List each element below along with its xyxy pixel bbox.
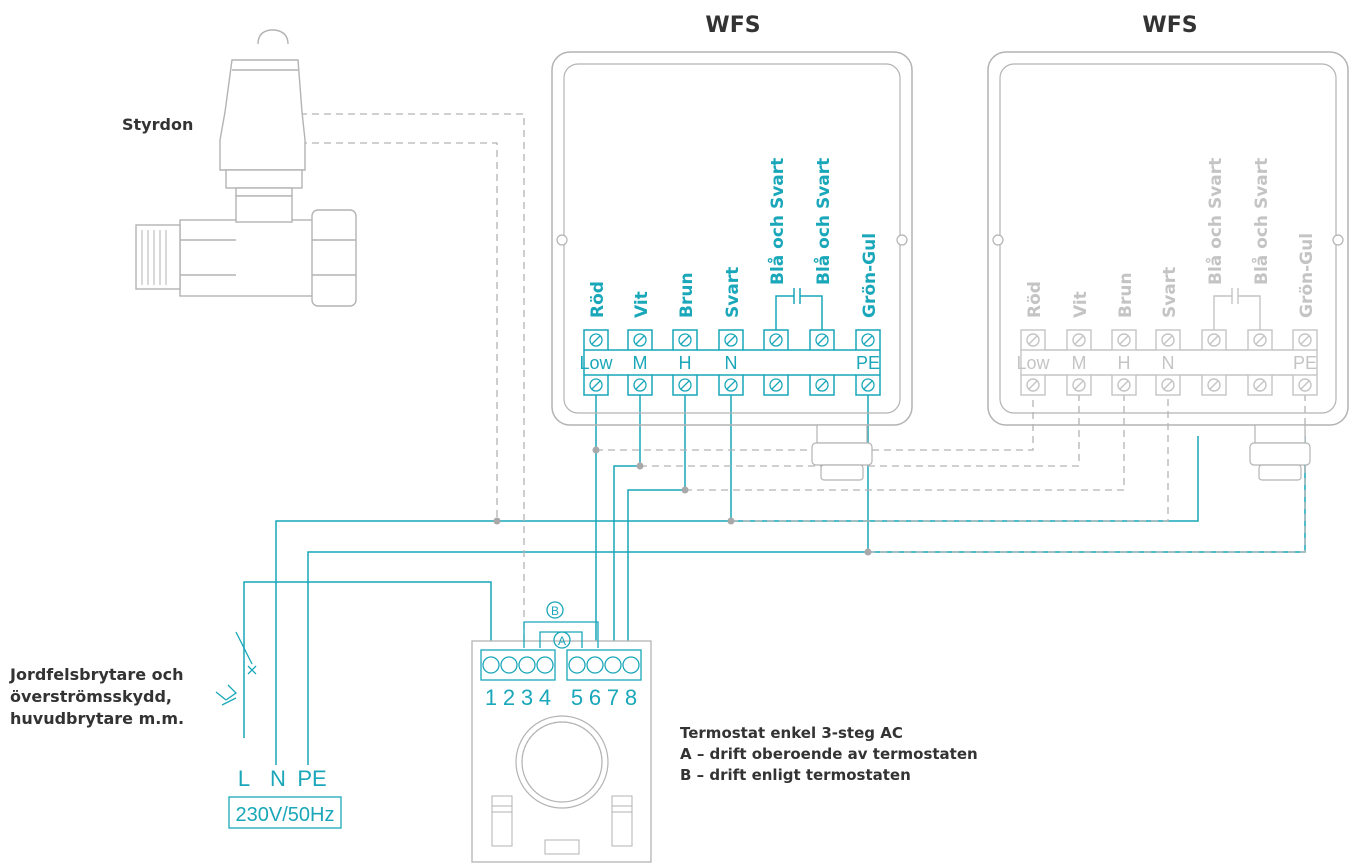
terminal-label-low-2: Low [1016,353,1050,373]
terminal-label-low-1: Low [579,353,613,373]
supply-voltage-box [228,796,342,829]
wfs-unit-2: WFS [987,13,1349,481]
thermo-terminal-7: 7 [607,685,619,710]
wire-label-rod-2: Röd [1025,281,1045,318]
terminal-label-h-2: H [1118,353,1131,373]
active-wiring [243,385,1306,765]
svg-text:huvudbrytare m.m.: huvudbrytare m.m. [10,709,184,728]
svg-text:A – drift oberoende av termost: A – drift oberoende av termostaten [680,745,978,763]
thermo-terminal-6: 6 [589,685,601,710]
wire-label-blasvart-a-2: Blå och Svart [1204,158,1226,285]
wire-pe [307,436,1306,765]
wire-label-brun-1: Brun [677,272,697,318]
actuator-label: Styrdon [122,115,193,134]
jumper-b-label: B [551,604,559,618]
junction-dots [493,446,872,556]
thermo-terminal-4: 4 [539,685,551,710]
svg-text:överströmsskydd,: överströmsskydd, [10,687,172,706]
wfs-title-1: WFS [705,13,760,38]
wire-l [243,581,492,738]
wire-label-vit-2: Vit [1071,291,1091,318]
thermo-terminal-1: 1 [485,685,497,710]
wire-label-brun-2: Brun [1116,272,1136,318]
wire-label-blasvart-b-1: Blå och Svart [812,158,834,285]
supply-n: N [270,766,286,791]
terminal-label-n-2: N [1162,353,1175,373]
wfs-unit-1: WFS [551,13,913,481]
svg-text:Termostat enkel 3-steg AC: Termostat enkel 3-steg AC [680,724,903,742]
thermo-terminal-3: 3 [521,685,533,710]
thermostat-dial-icon [515,715,609,809]
wire-label-svart-1: Svart [723,267,743,318]
wire-label-blasvart-a-1: Blå och Svart [766,158,788,285]
wire-label-svart-2: Svart [1160,267,1180,318]
svg-text:Jordfelsbrytare och: Jordfelsbrytare och [9,665,184,684]
wire-label-vit-1: Vit [632,291,652,318]
wire-label-rod-1: Röd [588,281,608,318]
thermostat-caption: Termostat enkel 3-steg AC A – drift ober… [680,724,978,784]
supply-pe: PE [297,766,326,791]
wire-n [275,436,1199,765]
breaker-label: Jordfelsbrytare och överströmsskydd, huv… [9,665,184,728]
wire-label-grongul-1: Grön-Gul [860,233,880,318]
wire-h [627,385,686,648]
terminal-label-pe-1: PE [856,353,880,373]
breaker-switch-icon [215,631,257,706]
supply-l: L [238,766,250,791]
terminal-label-pe-2: PE [1293,353,1317,373]
wfs-title-2: WFS [1142,13,1197,38]
thermo-terminal-5: 5 [571,685,583,710]
supply-terminals: L N PE [238,766,327,791]
thermostat-sliders-icon [491,795,633,855]
wire-label-grongul-2: Grön-Gul [1297,233,1317,318]
thermostat: B A 1 2 3 4 5 6 7 8 [471,601,652,863]
svg-text:B – drift enligt termostaten: B – drift enligt termostaten [680,766,911,784]
terminal-label-n-1: N [725,353,738,373]
actuator-valve-icon [135,29,357,307]
wire-label-blasvart-b-2: Blå och Svart [1250,158,1272,285]
terminal-label-h-1: H [679,353,692,373]
terminal-label-m-1: M [633,353,648,373]
jumper-a-label: A [558,634,566,648]
supply-voltage: 230V/50Hz [236,804,335,826]
dashed-wiring [300,113,1306,648]
thermo-terminal-2: 2 [503,685,515,710]
terminal-label-m-2: M [1072,353,1087,373]
thermo-terminal-8: 8 [625,685,637,710]
